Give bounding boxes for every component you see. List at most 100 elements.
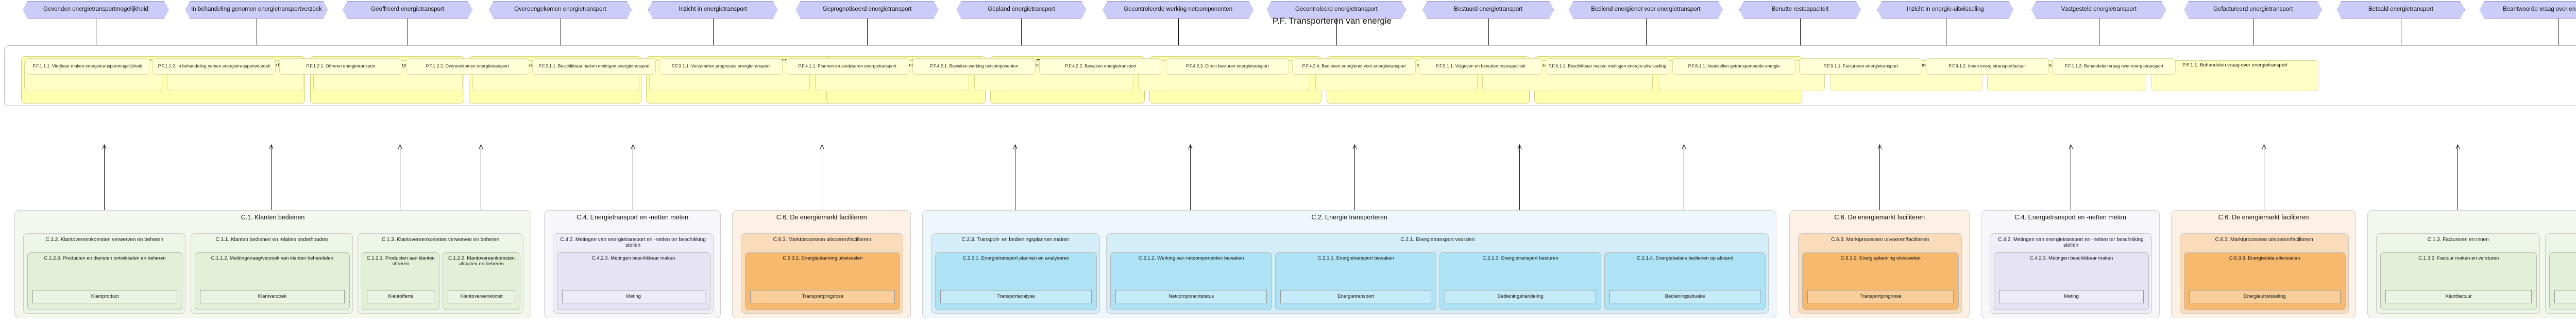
process-level3[interactable]: P.F.3.1.1. Verzamelen prognoses energiet…: [659, 58, 783, 75]
capability-level2-title: C.6.3. Marktprocessen uitvoeren/facilite…: [773, 237, 871, 243]
business-object[interactable]: Energietransport: [1280, 290, 1432, 303]
outcome-badge[interactable]: Betaald energietransport: [2336, 1, 2465, 19]
business-object[interactable]: Transportprognose: [750, 290, 895, 303]
process-level3[interactable]: P.F.4.2.1. Bewaken werking netcomponente…: [912, 58, 1036, 75]
outcome-label: Geprognotiseerd energietransport: [822, 6, 912, 13]
business-object[interactable]: Netcomponentstatus: [1115, 290, 1267, 303]
process-level3[interactable]: P.F.2.1.1. Beschikbaar maken metingen en…: [532, 58, 656, 75]
outcome-badge[interactable]: Geprognotiseerd energietransport: [795, 1, 938, 19]
capability-level2-title: C.6.3. Marktprocessen uitvoeren/facilite…: [1831, 237, 1929, 243]
process-level3[interactable]: P.F.8.1.1. Vaststellen getransporteerde …: [1672, 58, 1796, 75]
business-object[interactable]: Klantovereenkomst: [448, 290, 515, 303]
business-object[interactable]: Transportprognose: [1807, 290, 1954, 303]
capability-cluster-title: C.1. Klanten bedienen: [2368, 214, 2576, 221]
outcome-label: Gecontroleerde werking netcomponenten: [1124, 6, 1233, 13]
capability-level3[interactable]: C.1.2.2. Klantovereenkomsten afsluiten e…: [443, 252, 520, 310]
outcome-badge[interactable]: Vastgesteld energietransport: [2031, 1, 2166, 19]
capability-level3[interactable]: C.2.3.1. Energietransport plannen en ana…: [935, 252, 1097, 310]
capability-level3[interactable]: C.1.2.3. Producten en diensten ontwikkel…: [27, 252, 183, 310]
outcome-label: Inzicht in energietransport: [679, 6, 747, 13]
outcome-badge[interactable]: Gepland energietransport: [956, 1, 1086, 19]
process-level3[interactable]: P.F.1.2.2. Overeenkomen energietransport: [405, 58, 530, 75]
capability-level3[interactable]: C.1.1.2. Melding/vraag/verzoek van klant…: [194, 252, 350, 310]
capability-level2[interactable]: C.2.3. Transport- en bedieningsplannen m…: [930, 233, 1100, 314]
process-level3[interactable]: P.F.4.1.1. Plannen en analyseren energie…: [786, 58, 909, 75]
capability-level3[interactable]: C.2.1.4. Energiebalans bedienen op afsta…: [1604, 252, 1766, 310]
capability-level3-title: C.4.2.3. Metingen beschikbaar maken: [591, 255, 675, 261]
page-title: P.F. Transporteren van energie: [1272, 16, 1392, 26]
capability-level3-title: C.1.2.3. Producten en diensten ontwikkel…: [44, 255, 166, 261]
capability-level3[interactable]: C.2.1.2. Werking van netcomponenten bewa…: [1110, 252, 1272, 310]
outcome-badge[interactable]: Bediend energienet voor energietransport: [1569, 1, 1723, 19]
business-object[interactable]: Bedieningshandeling: [1445, 290, 1596, 303]
outcome-badge[interactable]: Gefactureerd energietransport: [2184, 1, 2322, 19]
business-object[interactable]: Klantfactuur: [2385, 290, 2532, 303]
capability-level2[interactable]: C.4.2. Metingen van energietransport en …: [1989, 233, 2153, 314]
outcome-badge[interactable]: Inzicht in energietransport: [648, 1, 778, 19]
business-object[interactable]: Energieuitwisseling: [2189, 290, 2341, 303]
outcome-badge[interactable]: Benutte restcapaciteit: [1739, 1, 1861, 19]
capability-cluster-title: C.6. De energiemarkt faciliteren: [1834, 214, 1925, 221]
business-object[interactable]: Klantverzoek: [199, 290, 345, 303]
outcome-badge[interactable]: Gevonden energietransportmogelijkheid: [23, 1, 169, 19]
process-level3[interactable]: P.F.9.1.1. Factureren energietransport: [1799, 58, 1923, 75]
business-object[interactable]: Klantfactuur: [2554, 290, 2576, 303]
process-level2[interactable]: P.F.1.1. Behandelen vraag over energietr…: [2151, 60, 2319, 91]
capability-level2[interactable]: C.1.1. Klanten bedienen en relaties onde…: [190, 233, 353, 314]
process-level3[interactable]: P.F.4.2.3. Direct besturen energietransp…: [1165, 58, 1290, 75]
outcome-badge[interactable]: Overeengekomen energietransport: [489, 1, 632, 19]
capability-level2[interactable]: C.6.3. Marktprocessen uitvoeren/facilite…: [741, 233, 904, 314]
outcome-badge[interactable]: Beantwoorde vraag over energietransport: [2480, 1, 2576, 19]
process-level3[interactable]: P.F.9.1.2. Innen energietransportfactuur: [1925, 58, 2049, 75]
business-object[interactable]: Meting: [1998, 290, 2144, 303]
process-level3[interactable]: P.F.1.1.3. Behandelen vraag over energie…: [2052, 58, 2176, 75]
outcome-badge[interactable]: In behandeling genomen energietransportv…: [185, 1, 328, 19]
business-object[interactable]: Klantproduct: [32, 290, 178, 303]
process-level3[interactable]: P.F.4.2.4. Bedienen energienet voor ener…: [1292, 58, 1416, 75]
business-object[interactable]: Transportanalyse: [940, 290, 1092, 303]
capability-level3-title: C.1.1.2. Melding/vraag/verzoek van klant…: [211, 255, 333, 261]
outcome-badge[interactable]: Inzicht in energie-uitwisseling: [1877, 1, 2014, 19]
outcome-badge[interactable]: Bestuurd energietransport: [1422, 1, 1554, 19]
business-object[interactable]: Meting: [562, 290, 705, 303]
capability-level3[interactable]: C.1.3.3. Openstaande vorderingen innenKl…: [2549, 252, 2576, 310]
capability-level2[interactable]: C.4.2. Metingen van energietransport en …: [552, 233, 714, 314]
outcome-badge[interactable]: Gecontroleerd energietransport: [1266, 1, 1406, 19]
process-level3[interactable]: P.F.4.2.2. Bewaken energietransport: [1039, 58, 1163, 75]
capability-level2[interactable]: C.1.2. Klantovereenkomsten verwerven en …: [23, 233, 186, 314]
capability-level2[interactable]: C.6.3. Marktprocessen uitvoeren/facilite…: [2179, 233, 2349, 314]
capability-level2[interactable]: C.1.3. Klantovereenkomsten verwerven en …: [358, 233, 523, 314]
process-level3[interactable]: P.F.6.1.1. Beschikbaar maken metingen en…: [1546, 58, 1669, 75]
outcome-badge[interactable]: Gecontroleerde werking netcomponenten: [1103, 1, 1253, 19]
process-level3[interactable]: P.F.1.2.1. Offreren energietransport: [279, 58, 403, 75]
outcome-badge[interactable]: Geoffreerd energietransport: [343, 1, 472, 19]
capability-level2[interactable]: C.6.3. Marktprocessen uitvoeren/facilite…: [1798, 233, 1962, 314]
process-level3[interactable]: P.F.1.1.1. Vindbaar maken energietranspo…: [25, 58, 149, 75]
business-object[interactable]: Klantofferte: [367, 290, 435, 303]
capability-level2-title: C.6.3. Marktprocessen uitvoeren/facilite…: [2215, 237, 2313, 243]
outcome-label: Gevonden energietransportmogelijkheid: [43, 6, 148, 13]
process-level3[interactable]: P.F.1.1.2. In behandeling nemen energiet…: [152, 58, 276, 75]
business-object[interactable]: Bedieningssituatie: [1609, 290, 1761, 303]
process-level3[interactable]: P.F.5.1.1. Vrijgeven en benutten restcap…: [1419, 58, 1543, 75]
